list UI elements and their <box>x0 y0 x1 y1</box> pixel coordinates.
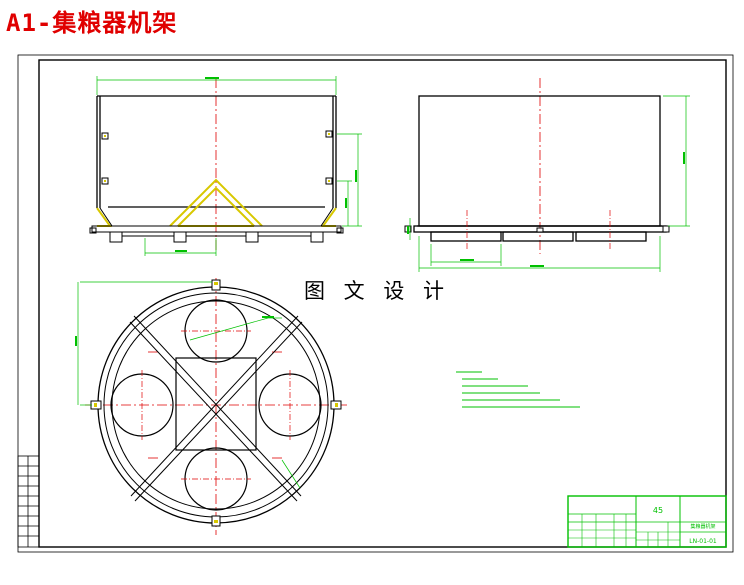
page-title: A1-集粮器机架 <box>6 9 178 37</box>
plan-view <box>75 278 348 535</box>
front-view <box>89 76 362 256</box>
title-block <box>567 495 727 548</box>
watermark: 图 文 设 计 <box>300 276 455 306</box>
revision-strip <box>17 455 40 548</box>
side-view <box>404 78 690 272</box>
sheet-border <box>17 54 734 553</box>
drawing-number: LN-01-01 <box>689 538 717 545</box>
scale-value: 45 <box>653 506 663 515</box>
drawing-name: 集粮器机架 <box>690 523 715 530</box>
technical-notes <box>456 371 580 408</box>
